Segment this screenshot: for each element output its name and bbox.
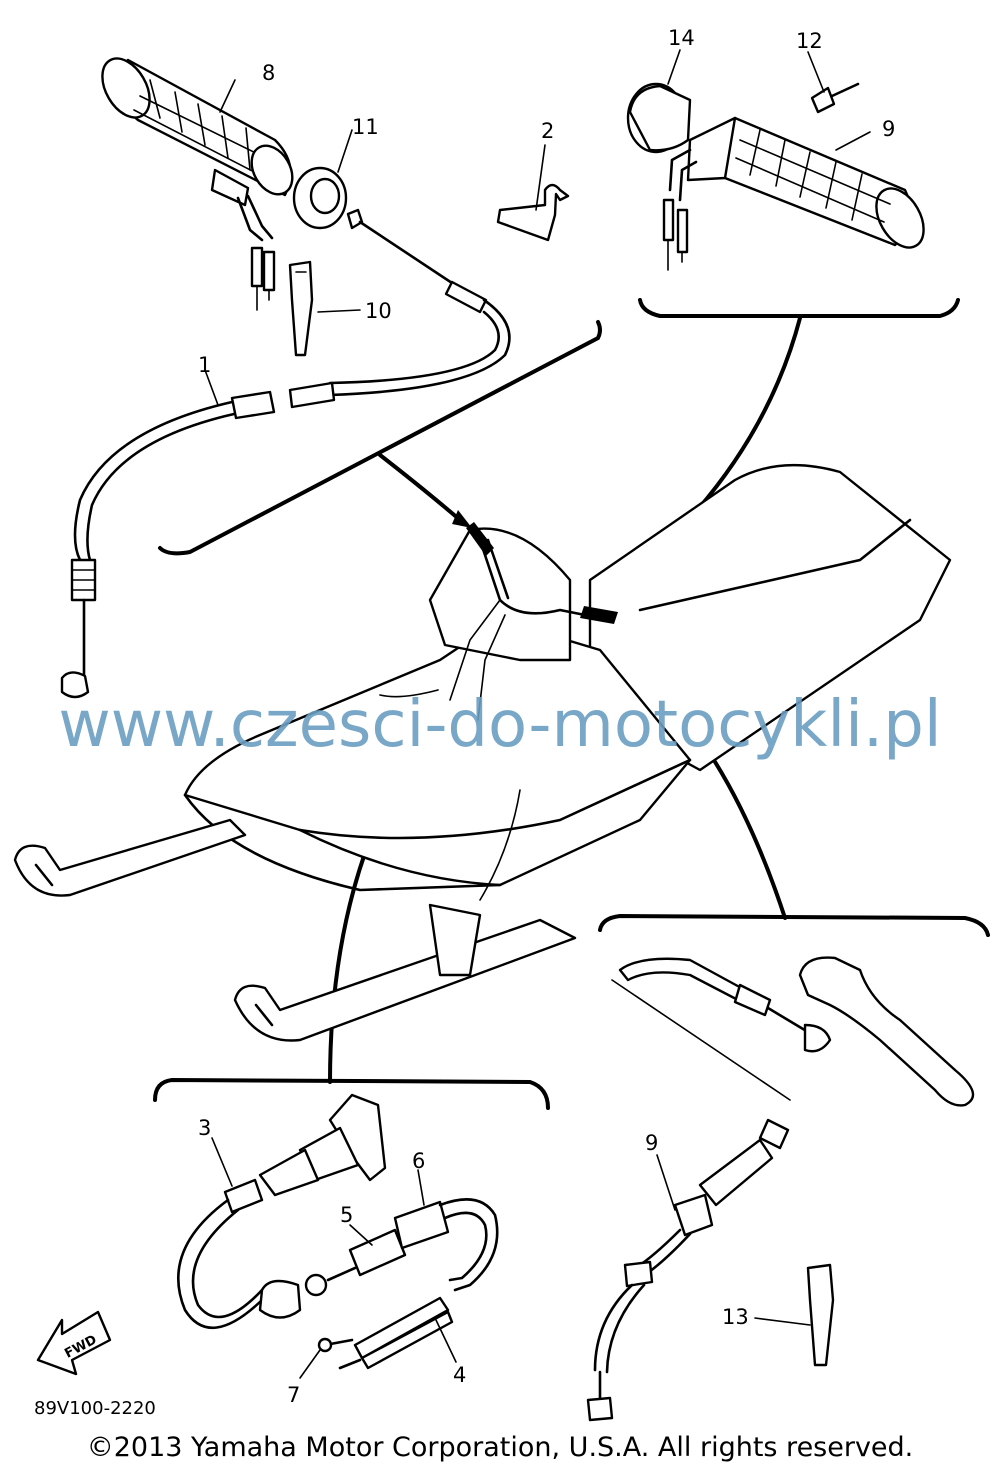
callout-2: 2 xyxy=(541,119,554,143)
callout-11: 11 xyxy=(352,115,379,139)
cable-tie-13 xyxy=(806,1263,835,1367)
callout-8: 9 xyxy=(645,1131,658,1155)
cable-tie-10 xyxy=(288,260,314,357)
right-grip xyxy=(662,116,925,271)
brake-assembly xyxy=(586,956,975,1422)
callout-9-left: 8 xyxy=(262,61,275,85)
callout-10: 10 xyxy=(365,299,392,323)
callout-14: 14 xyxy=(668,26,695,50)
copyright-notice: ©2013 Yamaha Motor Corporation, U.S.A. A… xyxy=(86,1432,914,1463)
callout-9-right: 9 xyxy=(882,117,895,141)
fwd-arrow-icon: FWD xyxy=(36,1310,112,1376)
callout-7: 7 xyxy=(287,1383,300,1407)
callout-4: 4 xyxy=(453,1363,466,1387)
callout-3: 3 xyxy=(198,1116,211,1140)
callout-13: 13 xyxy=(722,1305,749,1329)
callout-1: 1 xyxy=(198,353,211,377)
part-code: 89V100-2220 xyxy=(34,1398,156,1419)
watermark: www.czesci-do-motocykli.pl xyxy=(58,688,942,762)
callout-12: 12 xyxy=(796,29,823,53)
screw-12 xyxy=(810,86,836,114)
bracket-2 xyxy=(496,183,570,242)
snowmobile-body xyxy=(13,463,952,1042)
left-grip xyxy=(101,57,294,311)
callout-5: 5 xyxy=(340,1203,353,1227)
callout-6: 6 xyxy=(412,1149,425,1173)
switch-assembly xyxy=(177,1093,499,1370)
